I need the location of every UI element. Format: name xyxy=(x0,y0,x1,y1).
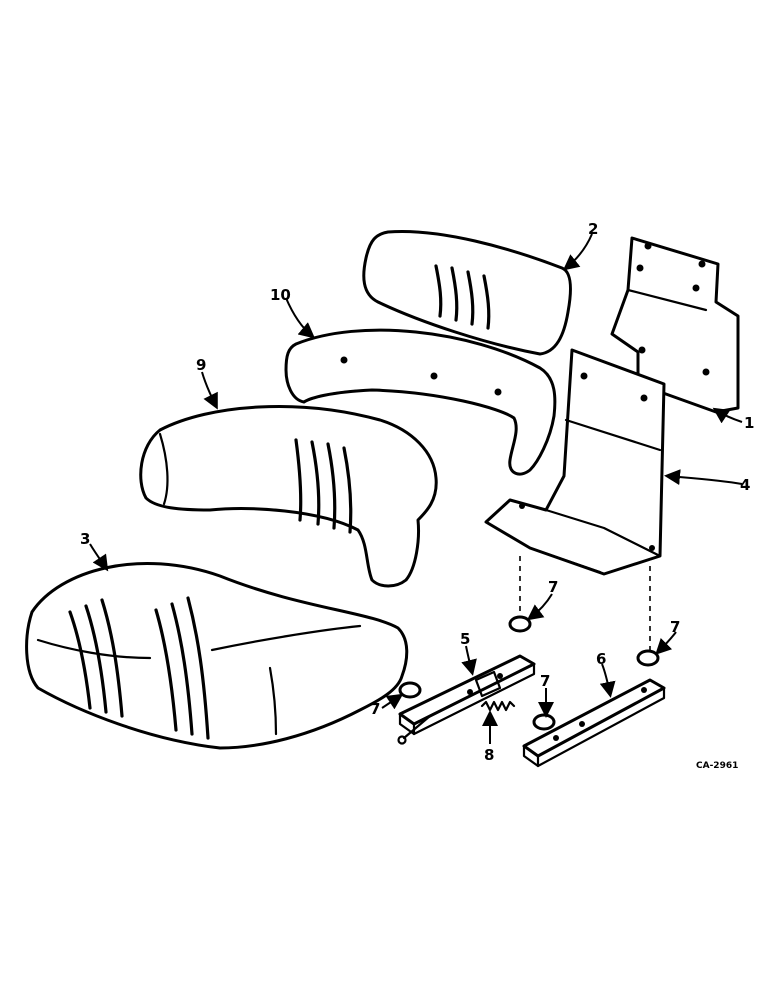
callout-8: 8 xyxy=(484,746,494,764)
leader-lines xyxy=(89,233,743,744)
drawing-code: CA-2961 xyxy=(696,761,738,771)
callout-2: 2 xyxy=(588,220,598,238)
leader-3 xyxy=(89,543,109,572)
leader-2 xyxy=(562,233,593,271)
leader-7a xyxy=(526,593,553,621)
callout-9: 9 xyxy=(196,356,206,374)
callout-7-d: 7 xyxy=(540,672,550,690)
seat-pan-bracket-part-4 xyxy=(484,348,666,576)
callout-6: 6 xyxy=(596,650,606,668)
seat-back-shell-part-10 xyxy=(284,328,557,476)
leader-1 xyxy=(712,407,743,424)
callout-4: 4 xyxy=(740,476,750,494)
callout-7-a: 7 xyxy=(548,578,558,596)
seat-cushion-part-3 xyxy=(25,562,409,750)
callout-5: 5 xyxy=(460,630,470,648)
leader-7b xyxy=(655,631,677,655)
spring-part-8 xyxy=(480,700,516,712)
callout-7-b: 7 xyxy=(670,618,680,636)
leader-4 xyxy=(664,469,743,486)
leader-10 xyxy=(285,297,316,339)
callout-10: 10 xyxy=(270,286,291,304)
seat-slide-rail-part-5 xyxy=(397,654,536,745)
rubber-bumper-part-7-d xyxy=(532,713,556,731)
callout-1: 1 xyxy=(744,414,754,432)
seat-back-cushion-part-9 xyxy=(139,405,438,588)
backrest-cushion-part-2 xyxy=(362,230,572,356)
callout-7-c: 7 xyxy=(370,700,380,718)
leader-9 xyxy=(201,371,218,410)
leader-5 xyxy=(461,645,477,676)
seat-slide-rail-part-6 xyxy=(522,678,666,768)
leader-7c xyxy=(381,693,404,710)
rubber-bumper-part-7-b xyxy=(636,649,660,667)
leader-6 xyxy=(599,663,616,698)
rubber-bumper-part-7-a xyxy=(508,615,532,633)
rubber-bumper-part-7-c xyxy=(398,681,422,699)
callout-3: 3 xyxy=(80,530,90,548)
